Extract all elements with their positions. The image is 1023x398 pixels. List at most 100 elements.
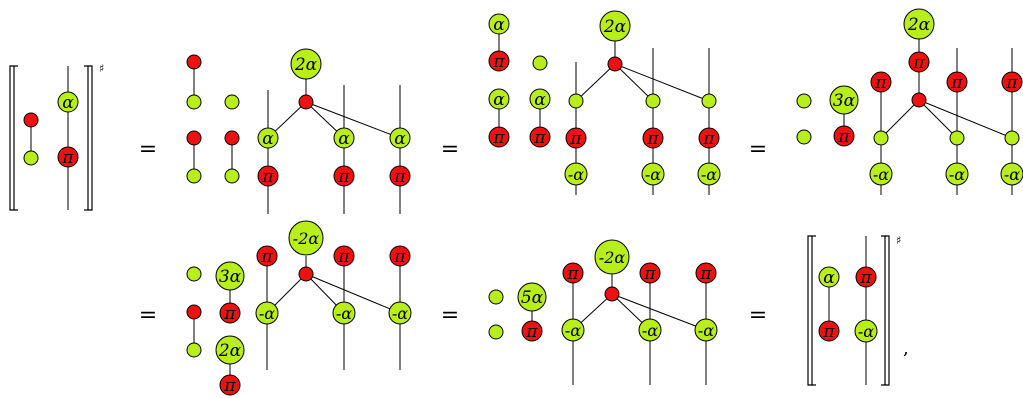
green-spider-2alpha bbox=[290, 48, 322, 80]
red-spider-pi bbox=[833, 125, 855, 147]
green-spider-2alpha bbox=[903, 8, 935, 40]
red-spider-pi bbox=[908, 51, 930, 73]
phase-label: 2α bbox=[218, 341, 242, 361]
red-spider-pi bbox=[57, 146, 79, 168]
phase-label: π bbox=[393, 247, 406, 267]
green-spider-neg-2alpha bbox=[594, 239, 630, 275]
phase-label: π bbox=[223, 376, 236, 396]
green-spider-alpha bbox=[488, 13, 510, 35]
green-spider-2alpha bbox=[215, 335, 245, 365]
phase-label: -α bbox=[1004, 165, 1020, 184]
green-spider bbox=[186, 266, 202, 282]
green-spider bbox=[796, 129, 812, 145]
green-spider-alpha bbox=[529, 88, 551, 110]
red-spider-pi bbox=[639, 262, 661, 284]
phase-label: π bbox=[699, 264, 712, 284]
phase-label: -α bbox=[642, 321, 658, 340]
green-spider-neg-alpha bbox=[638, 318, 662, 342]
phase-label: π bbox=[337, 167, 350, 187]
green-spider-2alpha bbox=[599, 10, 631, 42]
phase-label: π bbox=[223, 304, 236, 324]
phase-label: π bbox=[950, 73, 963, 93]
phase-label: -α bbox=[259, 304, 275, 323]
green-spider-neg-2alpha bbox=[288, 220, 324, 256]
phase-label: π bbox=[393, 167, 406, 187]
green-spider-neg-alpha bbox=[1000, 162, 1023, 186]
right-double-bracket bbox=[88, 65, 93, 211]
green-spider-3alpha bbox=[829, 85, 859, 115]
wire bbox=[611, 293, 707, 331]
green-spider-neg-alpha bbox=[332, 301, 356, 325]
phase-label: -α bbox=[858, 322, 874, 341]
green-spider-neg-alpha bbox=[561, 318, 585, 342]
phase-label: π bbox=[566, 264, 579, 284]
red-spider-pi bbox=[219, 374, 241, 396]
right-double-bracket bbox=[885, 235, 890, 386]
red-spider-pi bbox=[488, 126, 510, 148]
phase-label: -2α bbox=[293, 229, 320, 248]
phase-label: π bbox=[837, 127, 850, 147]
red-spider-pi bbox=[219, 302, 241, 324]
phase-label: π bbox=[874, 73, 887, 93]
phase-label: π bbox=[492, 128, 505, 148]
green-spider-neg-alpha bbox=[388, 301, 412, 325]
green-spider bbox=[949, 130, 965, 146]
term-7-bracketed-diagram: ♯ , α π π -α bbox=[807, 234, 909, 386]
red-spider bbox=[186, 54, 202, 70]
phase-label: π bbox=[859, 268, 872, 288]
red-spider bbox=[224, 130, 240, 146]
red-spider-pi bbox=[529, 126, 551, 148]
red-spider-pi bbox=[333, 245, 355, 267]
phase-label: -α bbox=[645, 165, 661, 184]
phase-label: α bbox=[823, 268, 835, 288]
phase-label: π bbox=[261, 167, 274, 187]
red-spider-pi bbox=[333, 165, 355, 187]
phase-label: π bbox=[822, 322, 835, 342]
green-spider bbox=[186, 342, 202, 358]
phase-label: -α bbox=[701, 165, 717, 184]
green-spider-neg-alpha bbox=[641, 162, 665, 186]
term-1-bracketed-diagram: ♯ α π bbox=[9, 62, 104, 211]
red-spider bbox=[298, 266, 314, 282]
phase-label: 2α bbox=[603, 17, 627, 37]
equals-sign: = bbox=[441, 137, 459, 162]
red-spider-pi bbox=[642, 127, 664, 149]
green-spider bbox=[568, 93, 584, 109]
phase-label: π bbox=[533, 128, 546, 148]
green-spider bbox=[532, 55, 548, 71]
phase-label: -α bbox=[873, 165, 889, 184]
red-spider-pi bbox=[256, 245, 278, 267]
red-spider-pi bbox=[855, 266, 877, 288]
green-spider bbox=[701, 93, 717, 109]
wire bbox=[614, 63, 654, 102]
phase-label: π bbox=[492, 52, 505, 72]
red-spider bbox=[604, 286, 620, 302]
green-spider bbox=[488, 289, 504, 305]
red-spider-pi bbox=[562, 262, 584, 284]
green-spider bbox=[873, 130, 889, 146]
red-spider-pi bbox=[389, 165, 411, 187]
phase-label: -α bbox=[949, 165, 965, 184]
phase-label: 2α bbox=[294, 55, 318, 75]
green-spider-alpha bbox=[333, 127, 355, 149]
phase-label: π bbox=[643, 264, 656, 284]
phase-label: -α bbox=[698, 321, 714, 340]
equals-sign: = bbox=[441, 303, 459, 328]
phase-label: α bbox=[493, 90, 505, 110]
phase-label: 3α bbox=[219, 267, 242, 287]
phase-label: π bbox=[912, 53, 925, 73]
green-spider bbox=[645, 93, 661, 109]
green-spider bbox=[186, 168, 202, 184]
left-double-bracket bbox=[807, 235, 812, 386]
sharp-superscript: ♯ bbox=[896, 234, 901, 247]
wire bbox=[575, 63, 616, 102]
red-spider bbox=[186, 304, 202, 320]
red-spider-pi bbox=[946, 71, 968, 93]
right-double-bracket-inner bbox=[84, 65, 89, 211]
left-double-bracket bbox=[9, 65, 14, 211]
phase-label: π bbox=[337, 247, 350, 267]
phase-label: π bbox=[569, 129, 582, 149]
red-spider-pi bbox=[695, 262, 717, 284]
green-spider bbox=[186, 94, 202, 110]
